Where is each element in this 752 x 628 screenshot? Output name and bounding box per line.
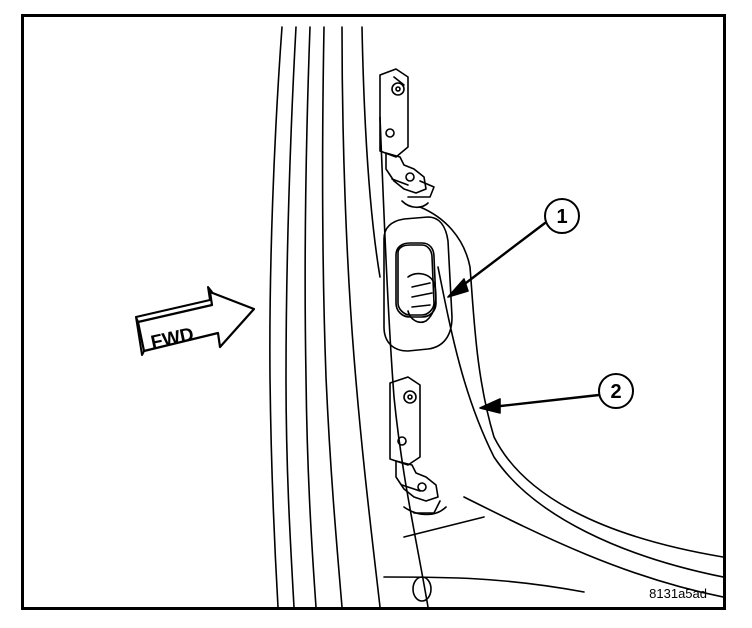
callout-1-circle [544, 198, 580, 234]
lower-hinge [389, 376, 447, 516]
b-pillar-illustration: FWD 1 2 [135, 26, 723, 607]
callout-1-arrowhead [447, 278, 469, 298]
callout-1: 1 [447, 198, 580, 298]
callout-2-number: 2 [610, 381, 621, 403]
door-striker [383, 216, 453, 352]
callout-1-leader [452, 221, 547, 294]
fwd-arrow: FWD [135, 286, 256, 356]
callout-2-circle [598, 373, 634, 409]
callout-2: 2 [479, 373, 634, 414]
diagram-frame: FWD 1 2 8131a5ad [21, 14, 726, 610]
bottom-access-hole [412, 576, 432, 602]
reference-code: 8131a5ad [649, 586, 707, 601]
callout-2-leader [490, 393, 601, 409]
upper-hinge [379, 68, 435, 209]
trim-panel-outline [379, 116, 723, 607]
callout-1-number: 1 [556, 206, 567, 228]
pillar-contour-lines [269, 26, 381, 607]
callout-2-arrowhead [479, 398, 501, 414]
